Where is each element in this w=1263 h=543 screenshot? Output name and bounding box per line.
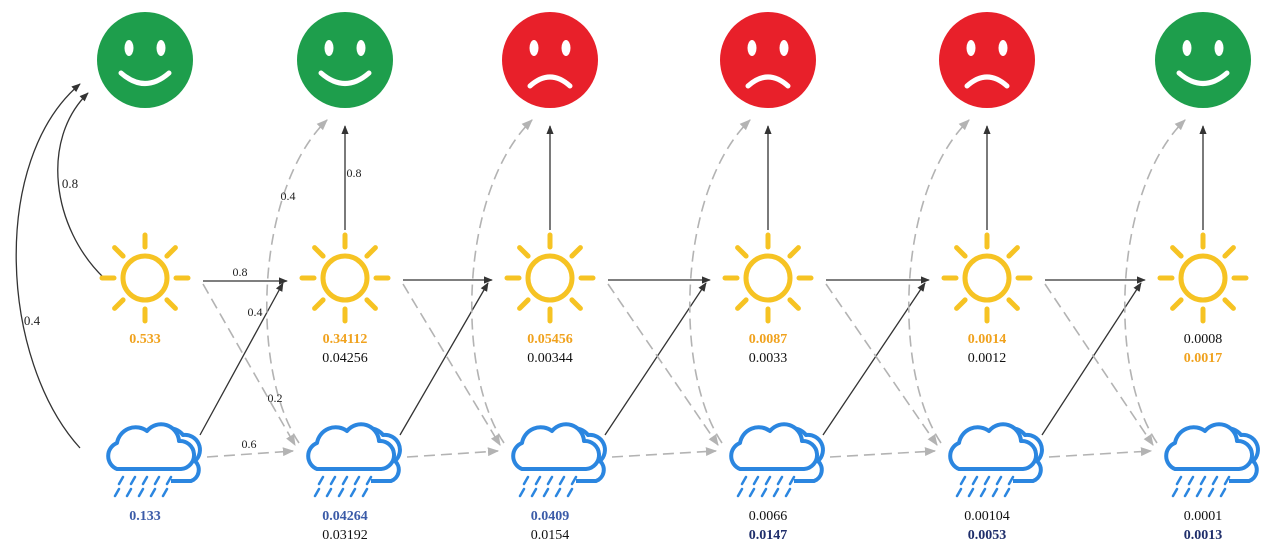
arrow-sun-to-rain: [825, 283, 938, 446]
sun-icon: [99, 232, 191, 324]
arrow-rain-to-sun: [399, 282, 489, 436]
rain-prob-value: 0.0409: [531, 509, 570, 524]
rain-prob-value: 0.0154: [531, 528, 570, 543]
happy-face-icon: [1155, 12, 1251, 108]
rain-cloud-icon: [306, 422, 402, 498]
sun-prob-value: 0.0012: [968, 351, 1007, 366]
arrow-sun-to-rain: [202, 283, 296, 446]
sun-prob-value: 0.533: [129, 332, 161, 347]
rain-prob-value: 0.03192: [322, 528, 368, 543]
happy-face-icon: [297, 12, 393, 108]
arrow-rain-to-happy-0: [15, 83, 81, 449]
arrow-rain-to-rain: [611, 447, 718, 458]
sun-icon: [299, 232, 391, 324]
label-sun-to-happy: 0.8: [62, 176, 78, 191]
arrow-rain-to-face: [908, 119, 970, 444]
icons-layer: [97, 12, 1260, 498]
rain-cloud-icon: [1164, 422, 1260, 498]
rain-prob-value: 0.0001: [1184, 509, 1223, 524]
arrow-rain-to-rain: [206, 447, 295, 458]
sun-prob-value: 0.0033: [749, 351, 788, 366]
sun-prob-value: 0.0017: [1184, 351, 1223, 366]
sun-prob-value: 0.34112: [323, 332, 368, 347]
label-rain-to-happy: 0.4: [281, 189, 296, 203]
arrow-rain-to-face: [471, 119, 533, 444]
sad-face-icon: [720, 12, 816, 108]
label-sun-to-happy: 0.8: [347, 166, 362, 180]
sun-prob-value: 0.0008: [1184, 332, 1223, 347]
sun-prob-value: 0.0087: [749, 332, 788, 347]
sun-prob-value: 0.05456: [527, 332, 573, 347]
sun-icon: [1157, 232, 1249, 324]
rain-prob-value: 0.0147: [749, 528, 788, 543]
arrow-sun-to-happy-0: [57, 92, 105, 279]
arrow-sun-to-rain: [1044, 283, 1154, 446]
sun-prob-value: 0.00344: [527, 351, 573, 366]
arrow-rain-to-sun: [604, 282, 707, 436]
arrow-sun-to-rain: [402, 283, 501, 446]
arrow-rain-to-rain: [1048, 447, 1153, 458]
label-sun-to-rain: 0.2: [268, 391, 283, 405]
sun-prob-value: 0.0014: [968, 332, 1007, 347]
arrow-rain-to-sun: [1041, 282, 1142, 436]
label-rain-to-happy: 0.4: [24, 313, 41, 328]
label-rain-to-sun: 0.4: [248, 305, 263, 319]
sad-face-icon: [502, 12, 598, 108]
happy-face-icon: [97, 12, 193, 108]
rain-prob-value: 0.0013: [1184, 528, 1223, 543]
sad-face-icon: [939, 12, 1035, 108]
arrow-rain-to-face: [689, 119, 751, 444]
label-sun-to-sun: 0.8: [233, 265, 248, 279]
arrow-rain-to-sun: [822, 282, 926, 436]
rain-cloud-icon: [729, 422, 825, 498]
arrow-rain-to-face: [266, 119, 328, 444]
rain-prob-value: 0.133: [129, 509, 161, 524]
arrow-sun-to-rain: [607, 283, 719, 446]
label-rain-to-rain: 0.6: [242, 437, 257, 451]
sun-prob-value: 0.04256: [322, 351, 368, 366]
arrows-layer: [15, 83, 1207, 458]
sun-icon: [504, 232, 596, 324]
rain-cloud-icon: [106, 422, 202, 498]
rain-prob-value: 0.00104: [964, 509, 1010, 524]
rain-cloud-icon: [948, 422, 1044, 498]
arrow-rain-to-face: [1124, 119, 1186, 444]
arrow-rain-to-rain: [406, 447, 500, 458]
sun-icon: [941, 232, 1033, 324]
arrow-rain-to-sun: [199, 282, 284, 436]
rain-cloud-icon: [511, 422, 607, 498]
rain-prob-value: 0.0066: [749, 509, 788, 524]
sun-icon: [722, 232, 814, 324]
rain-prob-value: 0.0053: [968, 528, 1007, 543]
arrow-rain-to-rain: [829, 447, 937, 458]
labels-layer: 0.8 0.4 0.8 0.4 0.2 0.6 0.4 0.8 0.533 0.133 0.3411…: [24, 166, 1222, 543]
rain-prob-value: 0.04264: [322, 509, 368, 524]
